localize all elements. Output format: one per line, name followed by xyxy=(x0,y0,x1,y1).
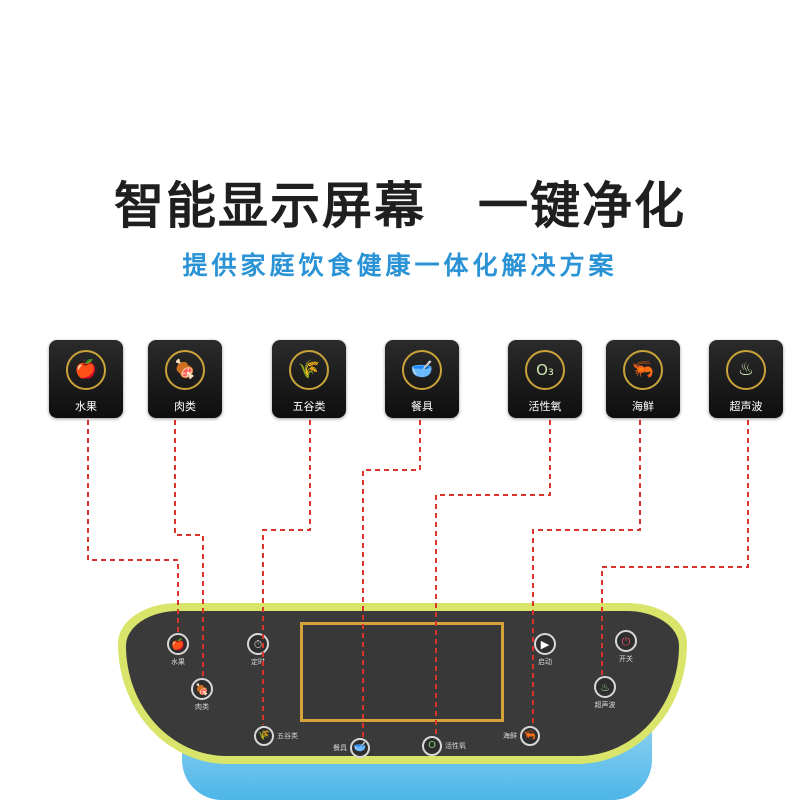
panel-label-timer: 定时 xyxy=(251,658,265,666)
panel-label-seafood: 海鲜 xyxy=(503,732,517,740)
mode-label-ultrasonic: 超声波 xyxy=(729,400,763,413)
panel-button-ozone[interactable]: O 活性氧 xyxy=(422,735,469,757)
mode-label-ozone: 活性氧 xyxy=(528,400,562,413)
page-title: 智能显示屏幕 一键净化 xyxy=(114,177,686,235)
mode-card-fruit: 🍎 水果 xyxy=(49,340,123,418)
panel-button-ultrasonic[interactable]: ♨ 超声波 xyxy=(589,676,621,724)
mode-card-meat: 🍖 肉类 xyxy=(148,340,222,418)
connector-seafood xyxy=(532,420,641,725)
panel-label-meat: 肉类 xyxy=(195,703,209,711)
panel-button-power[interactable]: ⏻ 开关 xyxy=(610,630,642,678)
panel-button-start[interactable]: ▶ 启动 xyxy=(529,633,561,681)
grain-icon: 🌾 xyxy=(254,726,274,746)
mode-label-seafood: 海鲜 xyxy=(632,400,654,413)
display-screen xyxy=(300,622,504,722)
panel-button-seafood[interactable]: 海鲜 🦐 xyxy=(500,725,540,747)
connector-meat xyxy=(174,420,204,678)
mode-card-tableware: 🥣 餐具 xyxy=(385,340,459,418)
fruit-icon: 🍎 xyxy=(74,359,98,380)
mode-label-meat: 肉类 xyxy=(174,400,196,413)
tableware-icon: 🥣 xyxy=(350,738,370,758)
panel-button-meat[interactable]: 🍖 肉类 xyxy=(186,678,218,726)
meat-icon: 🍖 xyxy=(191,678,213,700)
ultrasonic-icon: ♨ xyxy=(737,359,755,380)
panel-label-tableware: 餐具 xyxy=(333,744,347,752)
mode-card-ultrasonic: ♨ 超声波 xyxy=(709,340,783,418)
connector-ultrasonic xyxy=(601,420,749,676)
mode-card-ozone: O₃ 活性氧 xyxy=(508,340,582,418)
seafood-icon: 🦐 xyxy=(520,726,540,746)
meat-icon: 🍖 xyxy=(173,359,197,380)
connector-ozone xyxy=(435,420,551,735)
seafood-icon: 🦐 xyxy=(631,359,655,380)
panel-label-start: 启动 xyxy=(538,658,552,666)
tableware-icon: 🥣 xyxy=(410,359,434,380)
panel-button-fruit[interactable]: 🍎 水果 xyxy=(162,633,194,681)
power-icon: ⏻ xyxy=(615,630,637,652)
connector-fruit xyxy=(87,420,179,633)
panel-button-tableware[interactable]: 餐具 🥣 xyxy=(330,737,370,759)
ozone-icon: O xyxy=(422,736,442,756)
grain-icon: 🌾 xyxy=(297,359,321,380)
panel-label-power: 开关 xyxy=(619,655,633,663)
mode-label-fruit: 水果 xyxy=(75,400,97,413)
panel-label-grain: 五谷类 xyxy=(277,732,298,740)
ozone-icon: O₃ xyxy=(536,360,554,379)
panel-button-grain[interactable]: 🌾 五谷类 xyxy=(254,725,301,747)
page-subtitle: 提供家庭饮食健康一体化解决方案 xyxy=(182,251,618,280)
mode-card-seafood: 🦐 海鲜 xyxy=(606,340,680,418)
panel-label-ozone: 活性氧 xyxy=(445,742,466,750)
play-icon: ▶ xyxy=(534,633,556,655)
ultrasonic-icon: ♨ xyxy=(594,676,616,698)
panel-label-ultrasonic: 超声波 xyxy=(594,701,616,709)
mode-card-grain: 🌾 五谷类 xyxy=(272,340,346,418)
fruit-icon: 🍎 xyxy=(167,633,189,655)
panel-label-fruit: 水果 xyxy=(171,658,185,666)
mode-label-tableware: 餐具 xyxy=(411,400,433,413)
connector-tableware xyxy=(362,420,421,737)
mode-label-grain: 五谷类 xyxy=(292,400,326,413)
connector-grain xyxy=(262,420,311,725)
